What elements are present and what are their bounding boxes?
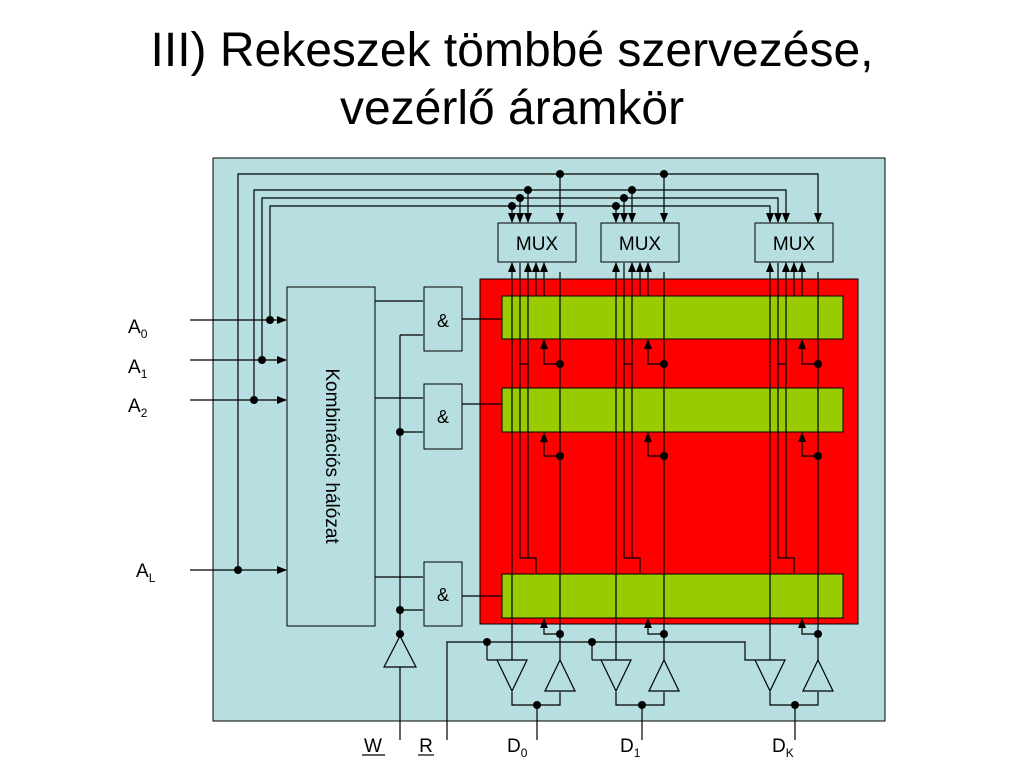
col1-row-tap-2: [624, 557, 641, 573]
al-bus: [237, 173, 822, 570]
colk-row-tap-0: [777, 339, 787, 386]
col0-row-tap-0: [519, 339, 529, 386]
mux-1: [600, 222, 680, 263]
and-gate-2: [423, 561, 463, 627]
junction-mux1-al: [660, 170, 668, 178]
write-buffer: [383, 634, 417, 668]
junction-dk: [791, 701, 799, 709]
write-buffer-d1: [648, 658, 680, 692]
col1-row2-in: [644, 618, 664, 635]
data-line-d0-label: D0: [507, 736, 528, 760]
read-input-label: R: [419, 736, 433, 757]
junction-colk-r1: [814, 452, 822, 460]
junction-col1-r2: [660, 630, 668, 638]
junction-a1: [258, 356, 266, 364]
junction-enable-1: [396, 428, 404, 436]
memory-row-1: [501, 387, 844, 433]
junction-mux0-al: [556, 170, 564, 178]
col0-row0-in: [540, 339, 560, 365]
junction-col1-r0: [660, 360, 668, 368]
junction-enable-2: [396, 606, 404, 614]
colk-row2-in: [798, 618, 818, 635]
junction-mux1-a2: [628, 186, 636, 194]
and-gate-1-label: &: [437, 407, 449, 427]
combinational-network-block: [286, 286, 376, 627]
junction-colk-r0: [814, 360, 822, 368]
slide-title: III) Rekeszek tömbbé szervezése, vezérlő…: [0, 22, 1024, 138]
and-gate-0: [423, 286, 463, 352]
junction-enable-3: [396, 630, 404, 638]
junction-colk-r2: [814, 630, 822, 638]
junction-mux1-a0: [612, 202, 620, 210]
memory-row-0: [501, 295, 844, 340]
junctions: [234, 170, 822, 709]
and-gate-2-label: &: [437, 585, 449, 605]
junction-a0: [266, 316, 274, 324]
col1-row1-in: [644, 432, 664, 457]
combinational-network-label: Kombinációs hálózat: [321, 368, 342, 544]
junction-mux1-a1: [620, 194, 628, 202]
junction-read-1: [588, 638, 596, 646]
read-buffer-d1: [600, 659, 632, 693]
col0-row-tap-2: [520, 557, 537, 573]
junction-col0-r1: [556, 452, 564, 460]
mux-1-label: MUX: [619, 234, 662, 255]
junction-mux0-a2: [524, 186, 532, 194]
mux-0-label: MUX: [516, 234, 559, 255]
colk-row0-in: [798, 339, 818, 365]
write-buffer-d0: [544, 658, 576, 692]
junction-col0-r2: [556, 630, 564, 638]
colk-row-tap-2: [778, 557, 795, 573]
memory-row-2: [501, 573, 844, 619]
junction-al: [234, 566, 242, 574]
address-input-a0-label: A0: [128, 317, 148, 341]
and-gate-0-label: &: [437, 311, 449, 331]
junction-d1: [638, 701, 646, 709]
and-gate-1: [423, 383, 463, 450]
a2-bus: [253, 189, 790, 400]
data-line-d1-label: D1: [620, 736, 641, 760]
data-line-dk-label: DK: [772, 736, 794, 760]
junction-mux0-a0: [508, 202, 516, 210]
read-buffer-dk: [754, 659, 786, 693]
col1-row-tap-0: [623, 339, 633, 386]
junction-a2: [250, 396, 258, 404]
title-line-1: III) Rekeszek tömbbé szervezése,: [150, 24, 874, 77]
write-input-label: W: [364, 736, 382, 757]
junction-read-0: [483, 638, 491, 646]
junction-d0: [533, 701, 541, 709]
mux-2-label: MUX: [773, 234, 816, 255]
write-buffer-dk: [802, 658, 834, 692]
colk-row1-in: [798, 432, 818, 457]
address-input-a2-label: A2: [128, 396, 148, 420]
buffers: [383, 634, 834, 693]
col1-row0-in: [644, 339, 664, 365]
read-buffer-d0: [496, 659, 528, 693]
address-input-a1-label: A1: [128, 357, 148, 381]
col0-row1-in: [540, 432, 560, 457]
junction-col0-r0: [556, 360, 564, 368]
address-input-al-label: AL: [136, 561, 156, 585]
title-line-2: vezérlő áramkör: [339, 82, 685, 135]
mux-0: [497, 222, 577, 263]
col0-row2-in: [540, 618, 560, 635]
junction-col1-r1: [660, 452, 668, 460]
junction-mux0-a1: [516, 194, 524, 202]
read-line: [446, 641, 755, 740]
